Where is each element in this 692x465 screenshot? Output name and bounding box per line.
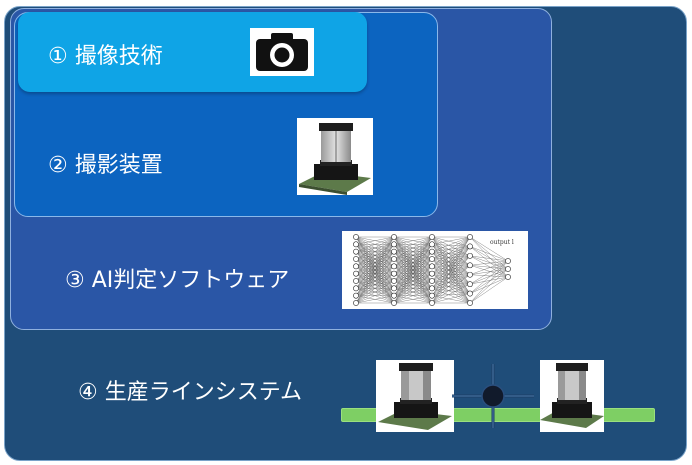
nn-node: [429, 234, 435, 240]
production-device-icon: [540, 360, 604, 432]
nn-node: [467, 271, 473, 278]
nn-node: [353, 292, 359, 299]
nn-node: [391, 278, 397, 284]
nn-node: [505, 266, 511, 272]
nn-node: [467, 281, 473, 288]
nn-node: [353, 256, 359, 262]
nn-node: [353, 270, 359, 277]
nn-node: [505, 274, 511, 280]
layer-2-label: ② 撮影装置: [48, 153, 163, 178]
nn-node: [429, 241, 435, 248]
nn-node: [429, 248, 435, 255]
nn-node: [391, 256, 397, 262]
nn-node: [353, 278, 359, 284]
nn-node: [391, 285, 397, 292]
nn-node: [353, 241, 359, 248]
junction-connector-icon: [452, 364, 534, 428]
nn-node: [353, 248, 359, 255]
nn-node: [429, 263, 435, 270]
nn-node: [391, 300, 397, 306]
nn-node: [353, 300, 359, 306]
nn-node: [391, 248, 397, 255]
neural-network-icon: output l: [342, 231, 528, 309]
nn-output-label: output l: [490, 239, 514, 246]
nn-node: [467, 234, 473, 240]
nn-node: [391, 292, 397, 299]
inspection-device-icon: [297, 118, 373, 195]
nn-node: [429, 278, 435, 284]
nn-node: [429, 270, 435, 277]
nn-node: [353, 285, 359, 292]
nn-node: [467, 243, 473, 250]
nn-node: [505, 258, 511, 264]
nn-node: [467, 252, 473, 259]
nn-node: [467, 290, 473, 297]
nn-node: [429, 256, 435, 262]
nn-node: [391, 270, 397, 277]
nn-node: [391, 241, 397, 248]
production-device-icon: [376, 360, 454, 432]
nn-node: [391, 263, 397, 270]
nn-node: [391, 234, 397, 240]
camera-icon: [250, 28, 314, 76]
nn-node: [467, 300, 473, 306]
nn-node: [353, 234, 359, 240]
layer-4-label: ④ 生産ラインシステム: [78, 380, 303, 405]
layer-3-label: ③ AI判定ソフトウェア: [65, 268, 290, 293]
nn-node: [467, 262, 473, 269]
nn-node: [429, 285, 435, 292]
nn-node: [353, 263, 359, 270]
nn-connections: [355, 236, 509, 304]
layer-1-label: ① 撮像技術: [48, 44, 163, 69]
nn-node: [429, 300, 435, 306]
nn-node: [429, 292, 435, 299]
